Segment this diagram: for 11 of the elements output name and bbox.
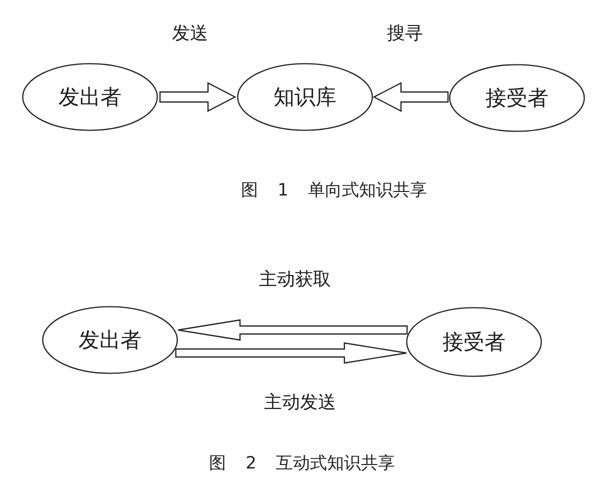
ellipse-node: 发出者 <box>22 63 158 131</box>
figure-caption: 图 1 单向式知识共享 <box>241 180 427 202</box>
block-arrow <box>372 82 449 112</box>
ellipse-node: 接受者 <box>449 64 585 132</box>
block-arrow <box>175 342 407 364</box>
ellipse-node: 发出者 <box>42 306 178 374</box>
ellipse-node: 知识库 <box>237 63 373 131</box>
figure-caption: 图 2 互动式知识共享 <box>209 452 395 474</box>
block-arrow <box>177 319 408 341</box>
block-arrow <box>159 82 236 112</box>
ellipse-node: 接受者 <box>406 307 542 377</box>
